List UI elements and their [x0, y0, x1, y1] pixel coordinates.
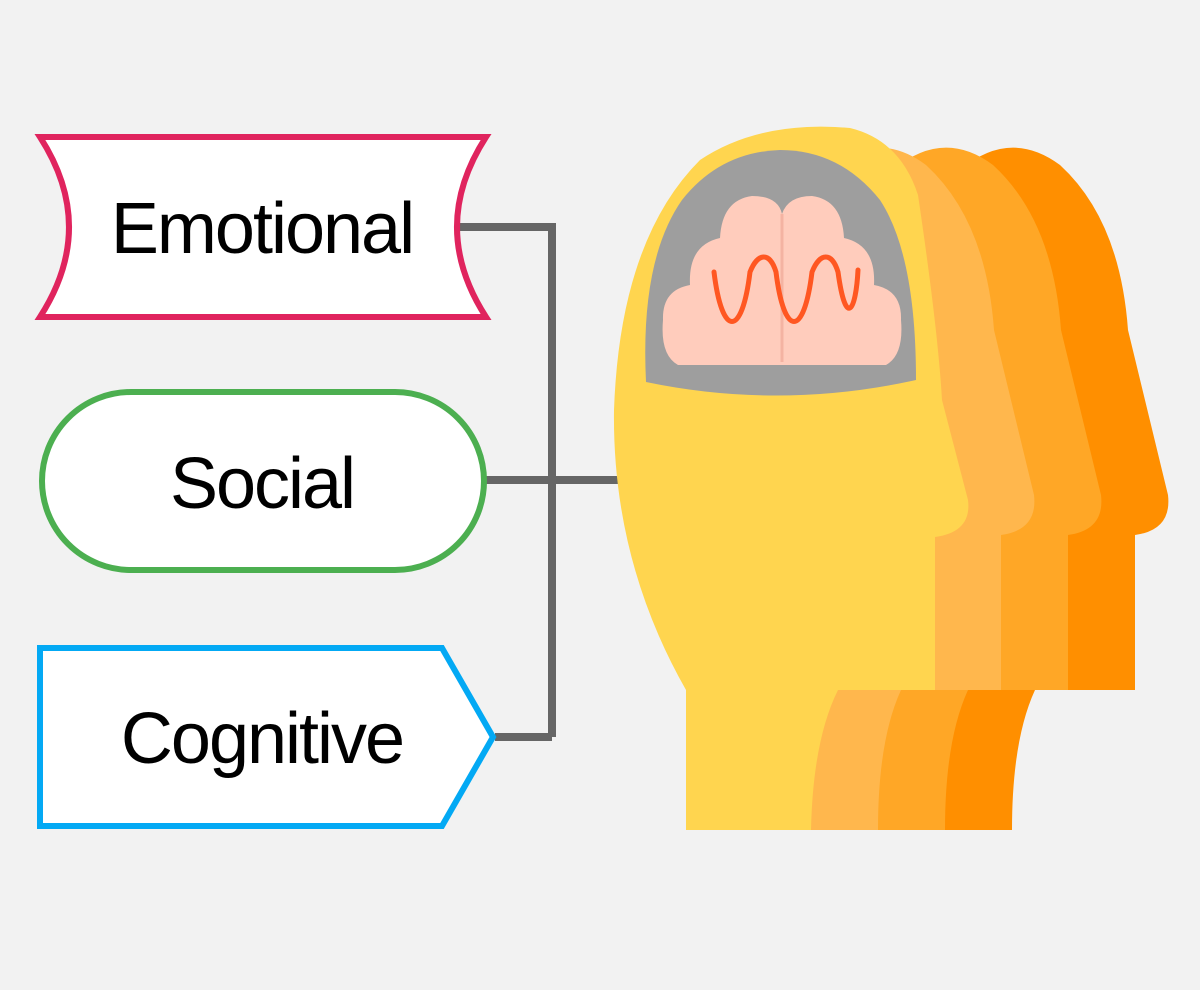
box-social-shape — [39, 389, 487, 573]
box-emotional-label: Emotional — [111, 189, 413, 269]
box-cognitive-shape — [37, 645, 497, 829]
brain-wave — [711, 254, 861, 324]
connector-lines — [458, 223, 618, 741]
connector-emotional — [458, 223, 556, 737]
box-cognitive-label: Cognitive — [121, 699, 403, 779]
box-emotional-shape — [34, 134, 492, 320]
box-cognitive: Cognitive — [37, 645, 497, 829]
box-emotional: Emotional — [34, 134, 492, 320]
box-social-label: Social — [170, 444, 354, 524]
head-brain-icon — [613, 126, 1169, 830]
box-social: Social — [39, 389, 487, 573]
